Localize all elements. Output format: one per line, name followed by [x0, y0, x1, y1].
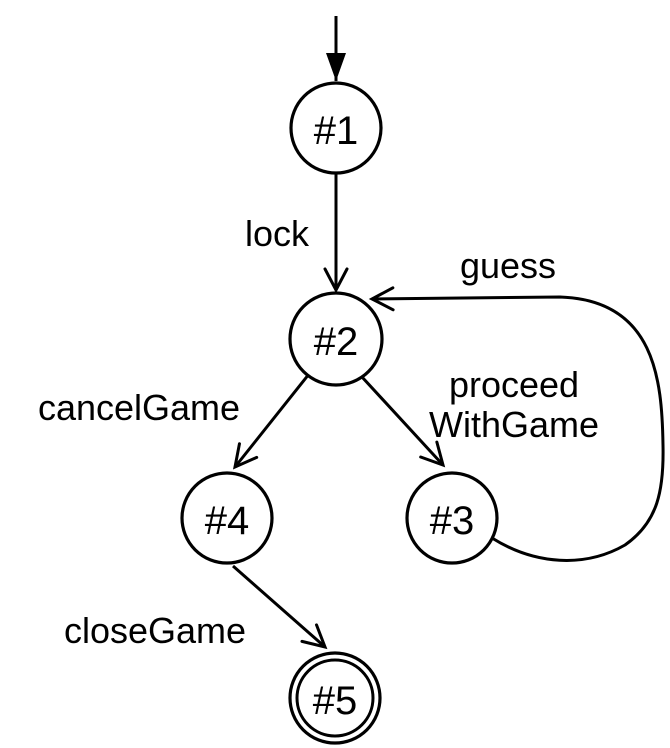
state-node-3: #3 [405, 471, 499, 565]
state-node-2: #2 [288, 291, 384, 387]
state-5-label: #5 [313, 679, 358, 723]
label-guess: guess [460, 245, 556, 286]
edge-proceed-with-game [360, 375, 446, 468]
label-proceed-line1: proceed [449, 364, 579, 405]
label-close-game: closeGame [64, 610, 246, 651]
state-2-circle [288, 291, 384, 387]
state-5-outer-circle [288, 651, 382, 745]
state-4-label: #4 [205, 499, 250, 543]
label-cancel-game: cancelGame [38, 387, 240, 428]
state-3-circle [405, 471, 499, 565]
state-4-circle [180, 471, 274, 565]
label-lock: lock [245, 213, 310, 254]
label-proceed-with-game: proceed WithGame [429, 364, 599, 445]
state-1-circle [289, 81, 383, 175]
state-2-label: #2 [314, 320, 359, 364]
state-node-1: #1 [289, 81, 383, 175]
state-3-label: #3 [430, 499, 475, 543]
state-1-label: #1 [314, 109, 359, 153]
edge-close-game [232, 564, 328, 650]
edge-cancel-game [232, 373, 311, 470]
edge-guess [368, 286, 665, 562]
state-node-5-final: #5 [288, 651, 382, 745]
state-5-inner-circle [295, 658, 375, 738]
label-proceed-line2: WithGame [429, 404, 599, 445]
state-node-4: #4 [180, 471, 274, 565]
